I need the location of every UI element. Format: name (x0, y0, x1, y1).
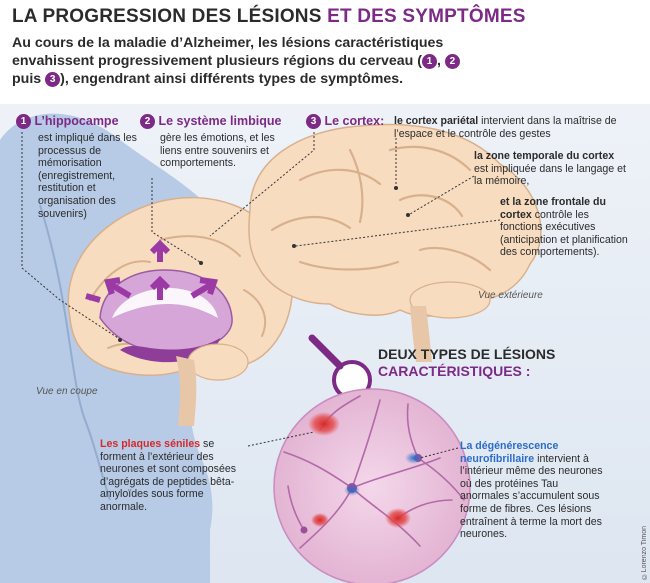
step-badge-1: 1 (422, 54, 438, 69)
cortex-heading: 3 Le cortex: (306, 114, 384, 129)
lesions-title-line1: DEUX TYPES DE LÉSIONS (378, 346, 556, 362)
leader-hippocampe (21, 132, 119, 339)
brainstem (176, 356, 197, 426)
hippocampe-title: L’hippocampe (34, 114, 119, 128)
frontal-bold: zone frontale du cortex (500, 196, 606, 221)
title-part2: ET DES SYMPTÔMES (327, 6, 526, 27)
head-outline (39, 204, 111, 501)
neurofibrillary-tangle (344, 484, 360, 496)
limbique-text: gère les émotions, et les liens entre so… (160, 132, 275, 170)
lesions-title: DEUX TYPES DE LÉSIONS CARACTÉRISTIQUES : (378, 346, 555, 380)
limbique-title: Le système limbique (158, 114, 282, 128)
parietal-bold: le cortex pariétal (394, 115, 479, 127)
frontal-desc: contrôle les fonctions exécutives (antic… (500, 208, 628, 259)
cortex-temporal-text: la zone temporale du cortex est impliqué… (474, 150, 630, 188)
leader-plaques (247, 431, 315, 447)
intro-before: Au cours de la maladie d’Alzheimer, les … (12, 35, 444, 69)
limbique-heading: 2 Le système limbique (140, 114, 281, 129)
plaques-desc: se forment à l’extérieur des neurones et… (100, 438, 237, 513)
section-gyri (89, 235, 267, 355)
progression-arrow (104, 277, 132, 299)
intro-sep2: puis (12, 71, 46, 87)
hippocampe-heading: 1 L’hippocampe (16, 114, 119, 129)
step-badge-3: 3 (45, 72, 61, 87)
leader-degen (419, 447, 459, 459)
leader-cortex (209, 132, 315, 237)
exterior-cerebellum (409, 281, 491, 319)
zoom-circle (273, 388, 471, 583)
degen-text: La dégénérescence neurofibrillaire inter… (460, 440, 610, 541)
progression-arrow (190, 277, 218, 299)
exterior-brainstem (410, 306, 432, 362)
plaques-title: Les plaques séniles (100, 438, 201, 450)
degen-title: La dégénérescence neurofibrillaire (460, 440, 559, 465)
step-badge-3: 3 (306, 114, 321, 129)
step-badge-2: 2 (140, 114, 155, 129)
cerebellum (187, 343, 249, 381)
magnifier-handle (308, 334, 344, 370)
page-title: LA PROGRESSION DES LÉSIONS ET DES SYMPTÔ… (12, 6, 526, 28)
senile-plaque (385, 508, 411, 528)
degen-desc: intervient à l’intérieur même des neuron… (460, 452, 603, 541)
progression-arrow (149, 239, 171, 262)
neurofibrillary-tangle (405, 452, 423, 464)
cortex-title: Le cortex: (324, 114, 385, 128)
lesions-title-line2: CARACTÉRISTIQUES : (378, 363, 531, 379)
plaques-text: Les plaques séniles se forment à l’extér… (100, 438, 250, 514)
exterior-gyri (270, 145, 492, 272)
cortex-parietal-text: le cortex pariétal intervient dans la ma… (394, 115, 634, 140)
frontal-prefix: et la (500, 196, 525, 208)
senile-plaque (311, 513, 329, 527)
intro-text: Au cours de la maladie d’Alzheimer, les … (12, 34, 482, 88)
leader-temporal (409, 175, 475, 215)
intro-sep1: , (437, 53, 445, 69)
hippocampe-text: est impliqué dans les processus de mémor… (38, 132, 137, 220)
step-badge-1: 1 (16, 114, 31, 129)
corpus-callosum (112, 288, 218, 318)
parietal-desc: intervient dans la maîtrise de l’espace … (394, 115, 617, 140)
title-part1: LA PROGRESSION DES LÉSIONS (12, 6, 322, 27)
cortex-frontal-text: et la zone frontale du cortex contrôle l… (500, 196, 632, 259)
progression-arrow (85, 293, 101, 303)
temporal-desc: est impliquée dans le langage et la mémo… (474, 162, 626, 188)
credit: ©Lorenzo Timon (641, 525, 648, 579)
progression-arrow (149, 275, 171, 300)
neuron-body (300, 526, 308, 534)
intro-after: ), engendrant ainsi différents types de … (60, 71, 404, 87)
leader-limbic (151, 178, 201, 263)
temporal-bold: la zone temporale du cortex (474, 150, 615, 162)
caption-exterior: Vue extérieure (478, 290, 543, 301)
step-badge-2: 2 (444, 54, 460, 69)
caption-section: Vue en coupe (36, 386, 98, 397)
senile-plaque (308, 412, 340, 436)
